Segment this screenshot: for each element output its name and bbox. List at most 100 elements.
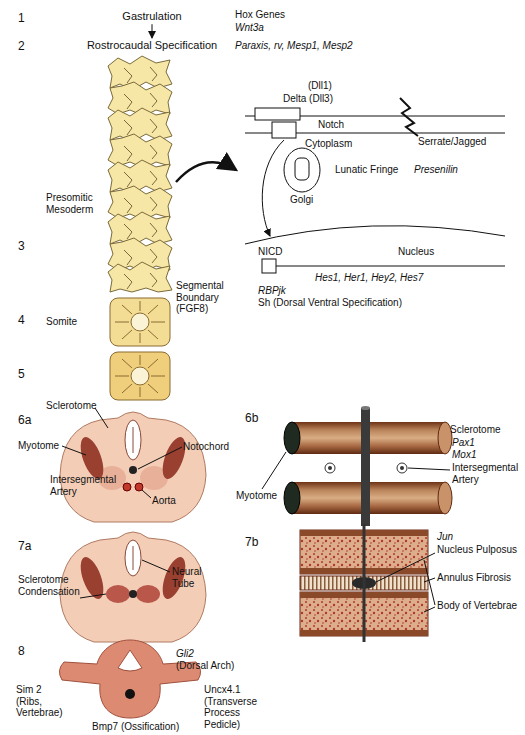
somite-part: [110, 298, 170, 346]
somite-part: [131, 313, 149, 331]
section-7a-part: [106, 585, 130, 603]
part-label: Sclerotome: [450, 424, 501, 436]
vertebra: [59, 640, 200, 718]
notch-signalling-part: [276, 266, 505, 267]
curved-arrow: [176, 162, 236, 182]
somite-sclerotome-part: [115, 355, 165, 397]
section-7a-part: [133, 546, 134, 570]
section-6b-part: [361, 406, 370, 410]
vertebra-part: [125, 689, 135, 699]
notch-signalling: [245, 98, 505, 273]
gene-label: Paraxis, rv, Mesp1, Mesp2: [235, 40, 353, 52]
part-label: Neural Tube: [172, 566, 217, 589]
node-text: Gastrulation: [122, 10, 181, 23]
notch-signalling-part: [245, 226, 505, 244]
callout-number: 4: [18, 314, 25, 328]
part-label: Nucleus: [398, 246, 434, 258]
section-6a-part: [123, 483, 131, 491]
part-label: Somite: [46, 316, 77, 328]
notch-signalling-part: [272, 122, 296, 138]
part-label: Myotome: [236, 490, 277, 502]
part-label: NICD: [258, 246, 282, 258]
part-label: Body of Vertebrae: [437, 600, 517, 612]
presomitic-mesoderm-part: [108, 56, 172, 90]
section-7a-part: [125, 540, 141, 576]
gene-label: Jun: [437, 531, 453, 543]
section-6a-part: [125, 420, 141, 460]
callout-number: 2: [18, 40, 25, 54]
section-7b-part: [376, 553, 435, 612]
flow-arrow: [152, 24, 153, 38]
part-label: Intersegmental Artery: [452, 462, 524, 485]
section-6a: [60, 408, 206, 522]
presomitic-mesoderm-part: [108, 212, 172, 246]
gene-label: Sim 2 (Ribs, Vertebrae): [16, 684, 68, 719]
callout-number: 5: [18, 368, 25, 382]
gene-label: Uncx4.1 (Transverse Process Pedicle): [204, 684, 266, 730]
callout-number: 6a: [18, 414, 31, 428]
stage-node: Gastrulation: [122, 10, 181, 23]
gene-label: Hox Genes: [235, 9, 285, 21]
presomitic-mesoderm-part: [108, 160, 172, 194]
part-label: Nucleus Pulposus: [437, 544, 517, 556]
callout-number: 7b: [245, 536, 258, 550]
presomitic-mesoderm-part: [108, 262, 172, 292]
section-6b: [262, 406, 452, 526]
part-label: Annulus Fibrosis: [437, 572, 511, 584]
section-6b-part: [361, 408, 370, 526]
presomitic-mesoderm-part: [108, 108, 172, 142]
part-label: (Dorsal Arch): [176, 660, 234, 672]
part-label: Cytoplasm: [305, 138, 352, 150]
gene-label: Mox1: [452, 449, 476, 461]
gene-label: Gli2: [176, 648, 194, 660]
curved-arrow-part: [176, 162, 236, 182]
section-7a-part: [129, 590, 137, 598]
section-6a-part: [135, 483, 143, 491]
gene-label: Presenilin: [414, 164, 458, 176]
notch-signalling-part: [400, 98, 418, 136]
part-label: Myotome: [18, 440, 59, 452]
gene-label: Hes1, Her1, Hey2, Hes7: [315, 272, 423, 284]
section-6b-part: [400, 466, 404, 470]
notch-signalling-part: [255, 108, 300, 120]
part-label: Notochord: [183, 441, 229, 453]
presomitic-mesoderm: [108, 56, 172, 292]
somite-sclerotome: [110, 352, 170, 400]
section-6b-part: [438, 482, 452, 514]
gene-label: (Dll1): [308, 80, 332, 92]
section-7b: [300, 524, 435, 642]
notch-signalling-part: [262, 259, 276, 273]
section-6b-part: [397, 463, 407, 473]
section-6b-part: [262, 452, 450, 489]
part-label: Golgi: [290, 194, 313, 206]
notch-signalling-part: [284, 148, 320, 192]
gene-label: Lunatic Fringe: [335, 164, 398, 176]
node-text: Rostrocaudal Specification: [87, 39, 217, 52]
part-label: Intersegmental Artery: [50, 474, 122, 497]
callout-number: 6b: [245, 412, 258, 426]
notch-signalling-part: [295, 158, 309, 180]
stage-node: Rostrocaudal Specification: [87, 39, 217, 52]
presomitic-mesoderm-part: [124, 67, 157, 289]
callout-number: 8: [18, 645, 25, 659]
part-label: Segmental Boundary (FGF8): [176, 280, 234, 315]
section-6a-part: [60, 412, 206, 522]
gene-label: Pax1: [452, 437, 475, 449]
gene-label: Serrate/Jagged: [418, 136, 486, 148]
callout-number: 1: [18, 12, 25, 26]
section-6a-part: [129, 466, 137, 474]
gene-label: RBPjk: [258, 285, 286, 297]
gene-label: Delta (Dll3): [283, 93, 333, 105]
section-6b-part: [284, 422, 300, 454]
section-7b-part: [363, 524, 366, 642]
section-7a-part: [80, 560, 170, 598]
notch-signalling-part: [262, 140, 284, 236]
section-6a-part: [133, 427, 134, 453]
vertebra-part: [118, 650, 142, 671]
somite-sclerotome-part: [110, 352, 170, 400]
somite-part: [115, 301, 165, 343]
vertebra-part: [59, 640, 200, 718]
